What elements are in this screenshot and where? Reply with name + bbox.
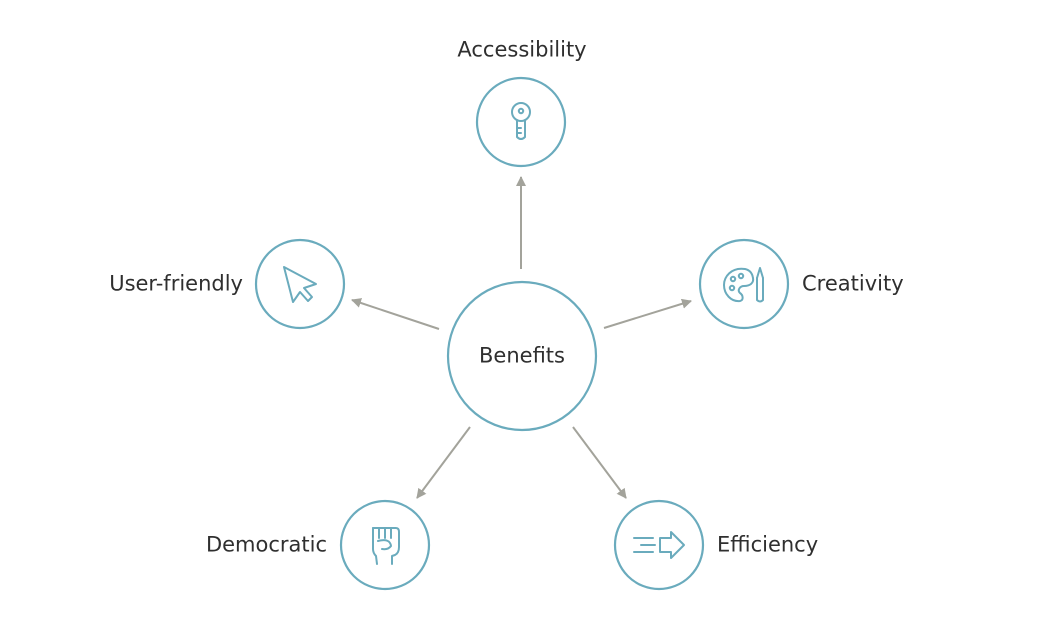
- node-creativity: [698, 238, 790, 330]
- raised-fist-icon: [372, 527, 400, 565]
- node-label-democratic: Democratic: [205, 532, 327, 557]
- arrows: [351, 176, 692, 499]
- center-label: Benefits: [479, 343, 565, 368]
- palette-icon: [723, 267, 764, 303]
- node-creativity-circle: [698, 238, 790, 330]
- node-label-user-friendly: User-friendly: [109, 271, 243, 296]
- node-efficiency: [613, 499, 705, 591]
- cursor-icon: [283, 266, 317, 303]
- center-circle: [446, 280, 598, 432]
- key-icon: [511, 102, 531, 140]
- node-label-efficiency: Efficiency: [717, 532, 819, 557]
- node-democratic-circle: [339, 499, 431, 591]
- node-label-accessibility: Accessibility: [457, 37, 587, 62]
- arrow-to-democratic: [416, 426, 471, 499]
- node-label-creativity: Creativity: [802, 271, 904, 296]
- arrow-to-creativity: [603, 298, 692, 329]
- fast-arrow-icon: [633, 531, 685, 559]
- node-accessibility: [475, 76, 567, 168]
- node-user-friendly: [254, 238, 346, 330]
- node-democratic: [339, 499, 431, 591]
- arrow-to-efficiency: [572, 426, 627, 499]
- arrow-to-user-friendly: [351, 298, 440, 330]
- node-user-friendly-circle: [254, 238, 346, 330]
